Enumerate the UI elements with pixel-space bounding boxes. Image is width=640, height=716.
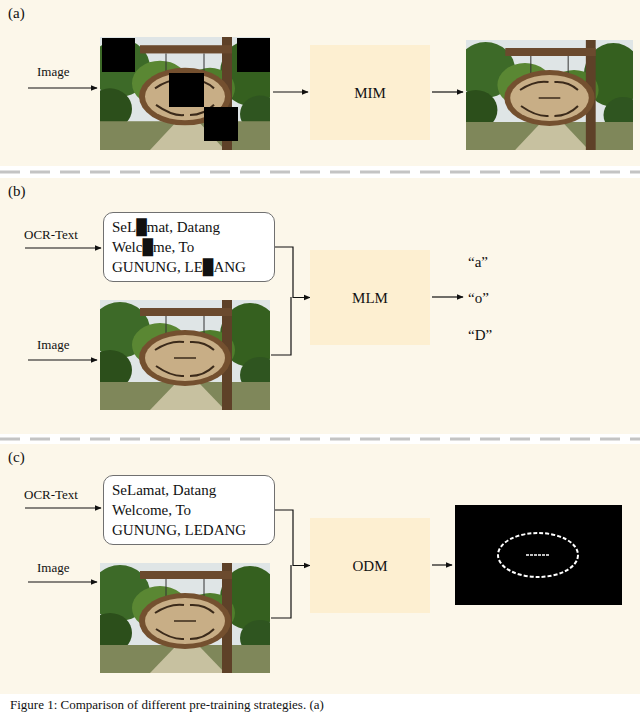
predicted-token: “D”: [468, 327, 492, 344]
mask-patch: [102, 38, 135, 72]
ocr-text-line: SeLamat, Datang: [112, 480, 266, 500]
figure-caption: Figure 1: Comparison of different pre-tr…: [10, 697, 324, 713]
input-arrow: [25, 247, 101, 248]
mask-patch: [169, 73, 204, 107]
text-mask-strokes: [498, 533, 578, 577]
panel-band: (b) SeL█mat, DatangWelc█me, ToGUNUNG, LE█…: [0, 178, 640, 434]
module-name: ODM: [346, 557, 393, 575]
reconstructed-image: [454, 40, 640, 150]
input-label: Image: [37, 337, 69, 352]
input-label: OCR-Text: [24, 227, 78, 242]
ocr-text-line: Welcome, To: [112, 500, 266, 520]
input-arrow: [25, 507, 101, 508]
ocr-text-line: GUNUNG, LEDANG: [112, 520, 266, 540]
text-mask-strokes: [526, 554, 550, 556]
flow-arrow: [273, 91, 308, 92]
predicted-token: “o”: [468, 290, 489, 307]
input-image: [88, 37, 280, 150]
text-mask-output: [455, 505, 622, 605]
input-image: [88, 563, 280, 673]
input-arrow: [28, 87, 97, 88]
input-arrow: [28, 359, 97, 360]
panel-letter: (c): [8, 448, 25, 466]
panel-letter: (a): [8, 4, 25, 22]
ocr-text-box: SeL█mat, DatangWelc█me, ToGUNUNG, LE█ANG: [103, 212, 275, 282]
dashed-separator: [0, 438, 640, 441]
text-mask-gaps: [506, 540, 570, 570]
ocr-text-line: SeL█mat, Datang: [112, 217, 266, 237]
mask-patch: [237, 38, 270, 72]
input-arrow: [28, 581, 97, 582]
flow-arrow: [432, 564, 452, 565]
process-box: MLM: [310, 250, 430, 345]
dashed-separator: [0, 171, 640, 174]
process-box: MIM: [310, 45, 430, 140]
process-box: ODM: [310, 518, 430, 613]
panel-letter: (b): [8, 182, 26, 200]
module-name: MIM: [348, 84, 392, 102]
flow-arrow: [432, 91, 463, 92]
mask-patch: [204, 107, 238, 141]
module-name: MLM: [346, 289, 394, 307]
input-label: Image: [37, 64, 69, 79]
input-label: Image: [37, 560, 69, 575]
ocr-text-line: GUNUNG, LE█ANG: [112, 257, 266, 277]
input-image: [88, 300, 280, 410]
flow-arrow: [432, 296, 463, 297]
input-label: OCR-Text: [24, 487, 78, 502]
ocr-text-line: Welc█me, To: [112, 237, 266, 257]
ocr-text-box: SeLamat, DatangWelcome, ToGUNUNG, LEDANG: [103, 475, 275, 545]
predicted-token: “a”: [468, 254, 488, 271]
